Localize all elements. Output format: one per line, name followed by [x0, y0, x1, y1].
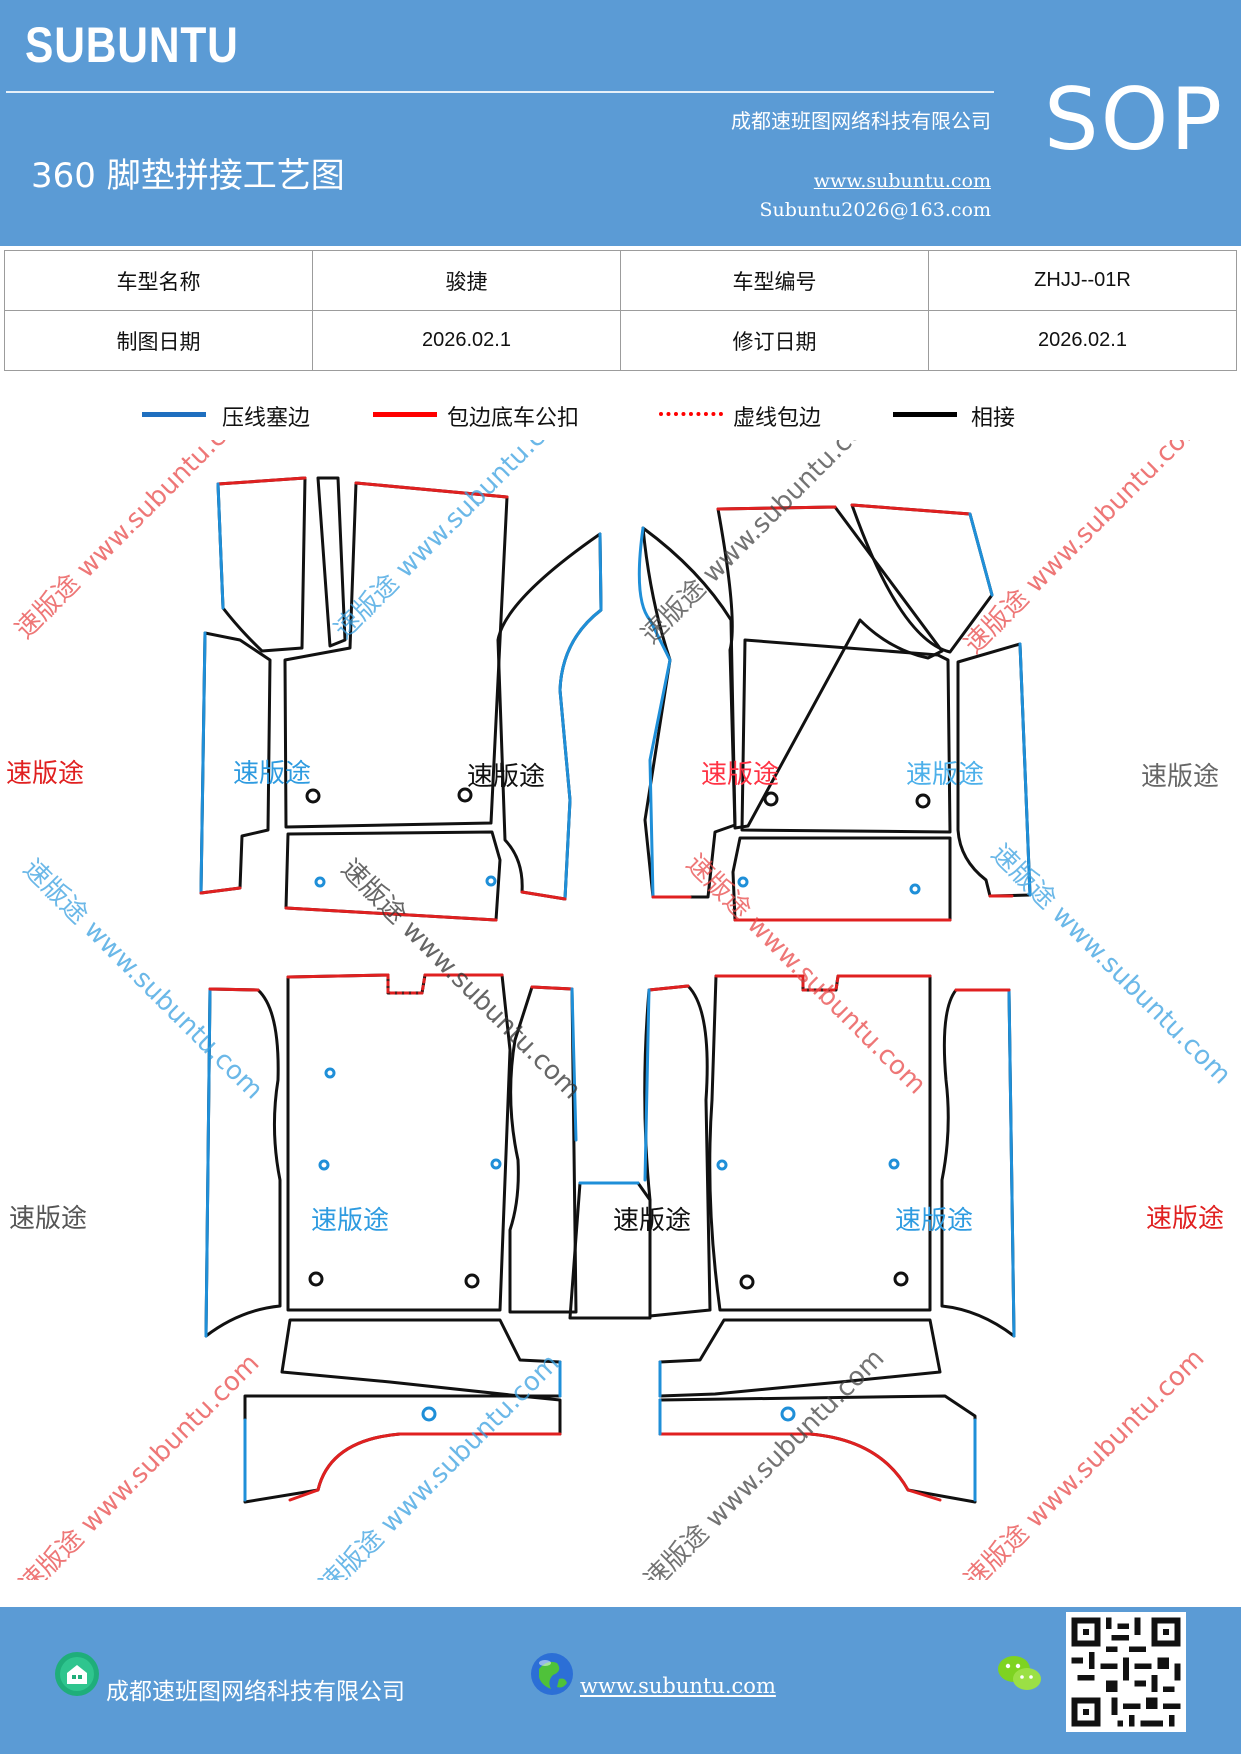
- legend-item-press-line: 压线塞边: [142, 400, 342, 440]
- legend-swatch: [142, 412, 206, 417]
- value-vehicle-code: ZHJJ--01R: [928, 250, 1237, 311]
- watermark-brand: 速版途: [895, 1206, 973, 1236]
- building-icon: [55, 1652, 99, 1696]
- legend-swatch: [893, 412, 957, 417]
- legend-item-dotted-wrap: 虚线包边: [659, 400, 859, 440]
- header-website-link[interactable]: www.subuntu.com: [813, 170, 991, 192]
- legend-label: 压线塞边: [222, 406, 311, 431]
- legend-label: 包边底车公扣: [447, 406, 580, 431]
- watermark-brand: 速版途: [701, 760, 779, 790]
- mat-bottom-right: [643, 974, 1016, 1504]
- header-banner: [0, 0, 1241, 246]
- watermark-brand: 速版途: [233, 759, 311, 789]
- globe-icon: [531, 1653, 573, 1695]
- label-vehicle-name: 车型名称: [4, 250, 313, 311]
- mat-top-left: [199, 476, 603, 922]
- sop-label: SOP: [1044, 70, 1225, 170]
- mat-top-right: [637, 503, 1032, 922]
- qr-code: [1066, 1612, 1186, 1732]
- watermark-url: 速版途 www.subuntu.com: [985, 839, 1237, 1091]
- watermark-brand: 速版途: [1141, 762, 1219, 792]
- watermark-url: 速版途 www.subuntu.com: [636, 440, 888, 650]
- label-draw-date: 制图日期: [4, 310, 313, 371]
- brand-logo: SUBUNTU: [25, 17, 239, 73]
- wechat-icon: [998, 1656, 1041, 1690]
- watermark-brand: 速版途: [906, 760, 984, 790]
- label-vehicle-code: 车型编号: [620, 250, 929, 311]
- legend-swatch: [373, 412, 437, 417]
- watermark-url: 速版途 www.subuntu.com: [14, 1348, 266, 1580]
- watermark-brand: 速版途: [9, 1204, 87, 1234]
- value-draw-date: 2026.02.1: [312, 310, 621, 371]
- watermark-url: 速版途 www.subuntu.com: [959, 440, 1211, 660]
- watermark-brand: 速版途: [467, 762, 545, 792]
- legend-swatch: [659, 412, 723, 416]
- watermark-url: 速版途 www.subuntu.com: [959, 1343, 1211, 1580]
- legend-item-wrap-buckle: 包边底车公扣: [373, 400, 623, 440]
- label-revision-date: 修订日期: [620, 310, 929, 371]
- value-revision-date: 2026.02.1: [928, 310, 1237, 371]
- watermark-brand: 速版途: [613, 1206, 691, 1236]
- header-email[interactable]: Subuntu2026@163.com: [759, 199, 991, 221]
- legend-label: 虚线包边: [733, 406, 822, 431]
- watermark-url: 速版途 www.subuntu.com: [639, 1343, 891, 1580]
- watermark-url: 速版途 www.subuntu.com: [10, 440, 262, 645]
- header-divider: [6, 91, 994, 93]
- legend-item-joint: 相接: [893, 400, 1043, 440]
- watermark-brand: 速版途: [311, 1206, 389, 1236]
- footer-website-link[interactable]: www.subuntu.com: [580, 1674, 776, 1698]
- table-row: 制图日期 2026.02.1 修订日期 2026.02.1: [4, 310, 1237, 371]
- watermark-url: 速版途 www.subuntu.com: [329, 440, 581, 645]
- legend-label: 相接: [971, 406, 1016, 431]
- watermark-brand: 速版途: [6, 759, 84, 789]
- watermark-url: 速版途 www.subuntu.com: [17, 854, 269, 1106]
- watermark-url: 速版途 www.subuntu.com: [335, 854, 587, 1106]
- watermark-brand: 速版途: [1146, 1204, 1224, 1234]
- header-company: 成都速班图网络科技有限公司: [731, 109, 991, 133]
- watermark-url: 速版途 www.subuntu.com: [314, 1348, 566, 1580]
- value-vehicle-name: 骏捷: [312, 250, 621, 311]
- table-row: 车型名称 骏捷 车型编号 ZHJJ--01R: [4, 250, 1237, 311]
- floor-mat-diagram: 速版途 速版途 速版途 速版途 速版途 速版途 速版途 速版途 速版途 速版途 …: [6, 440, 1237, 1580]
- mat-bottom-left: [204, 973, 652, 1504]
- footer-company: 成都速班图网络科技有限公司: [106, 1679, 405, 1705]
- info-table: 车型名称 骏捷 车型编号 ZHJJ--01R 制图日期 2026.02.1 修订…: [4, 250, 1237, 371]
- page-title: 360 脚垫拼接工艺图: [31, 156, 345, 196]
